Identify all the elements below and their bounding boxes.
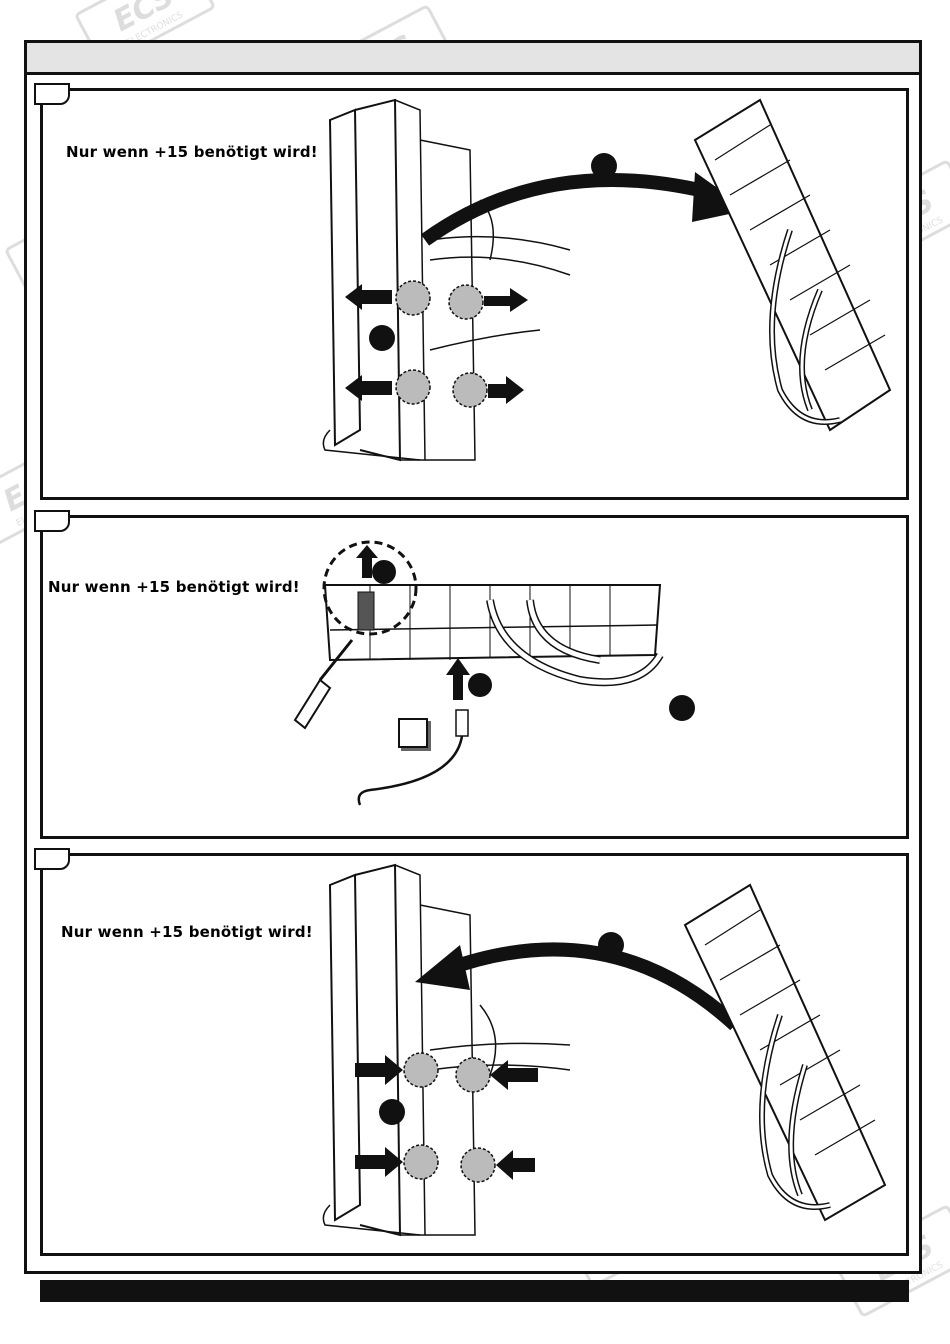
step-panel-3 — [40, 853, 909, 1256]
connector-removal-illustration — [322, 98, 892, 462]
pin-insertion-illustration — [293, 540, 664, 806]
connector-refit-illustration — [322, 863, 887, 1237]
plus15-note: Nur wenn +15 benötigt wird! — [66, 143, 318, 161]
footer-bar — [40, 1280, 909, 1302]
step-number-tab — [34, 848, 70, 870]
step-panel-1 — [40, 88, 909, 500]
callout-dot — [669, 695, 695, 721]
step-panel-2 — [40, 515, 909, 839]
reference-box — [398, 718, 428, 748]
step-number-tab — [34, 83, 70, 105]
step-number-tab — [34, 510, 70, 532]
header-bar — [27, 43, 919, 75]
plus15-note: Nur wenn +15 benötigt wird! — [61, 923, 313, 941]
plus15-note: Nur wenn +15 benötigt wird! — [48, 578, 300, 596]
svg-text:ECS: ECS — [108, 0, 180, 39]
